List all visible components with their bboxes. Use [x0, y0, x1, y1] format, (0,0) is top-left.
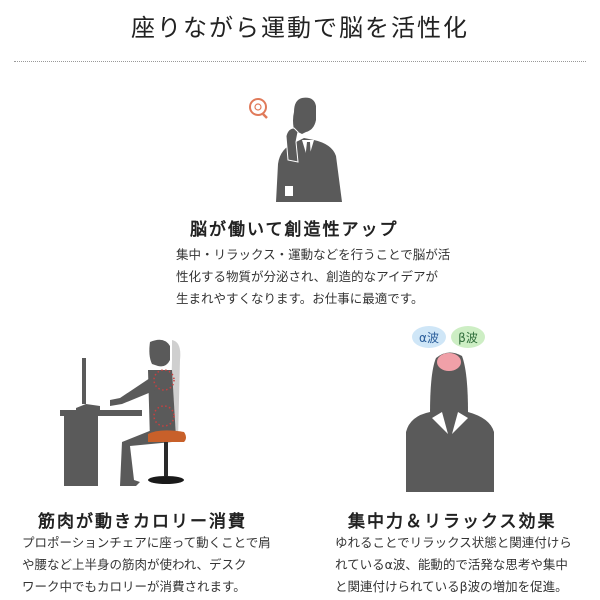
section-text-creativity: 集中・リラックス・運動などを行うことで脳が活 性化する物質が分泌され、創造的なア… — [176, 247, 451, 306]
section-heading-creativity: 脳が働いて創造性アップ — [190, 220, 399, 240]
alpha-wave-badge: α波 — [412, 326, 446, 348]
woman-brain-waves-icon: α波 β波 — [396, 322, 506, 492]
lightbulb-icon — [249, 98, 268, 119]
section-text-calorie: プロポーションチェアに座って動くことで肩 や腰など上半身の筋肉が使われ、デスク … — [22, 535, 271, 594]
section-heading-focus-relax: 集中力＆リラックス効果 — [348, 512, 557, 532]
thinking-businessman-icon — [236, 90, 356, 205]
page-title: 座りながら運動で脳を活性化 — [131, 14, 469, 42]
beta-wave-badge: β波 — [451, 326, 485, 348]
svg-text:β波: β波 — [458, 331, 478, 345]
person-sitting-at-desk-icon — [60, 330, 200, 490]
section-text-focus-relax: ゆれることでリラックス状態と関連付けら れているα波、能動的で活発な思考や集中 … — [335, 535, 572, 594]
svg-text:α波: α波 — [419, 331, 439, 345]
section-heading-calorie: 筋肉が動きカロリー消費 — [38, 512, 247, 532]
dotted-divider — [14, 61, 586, 62]
